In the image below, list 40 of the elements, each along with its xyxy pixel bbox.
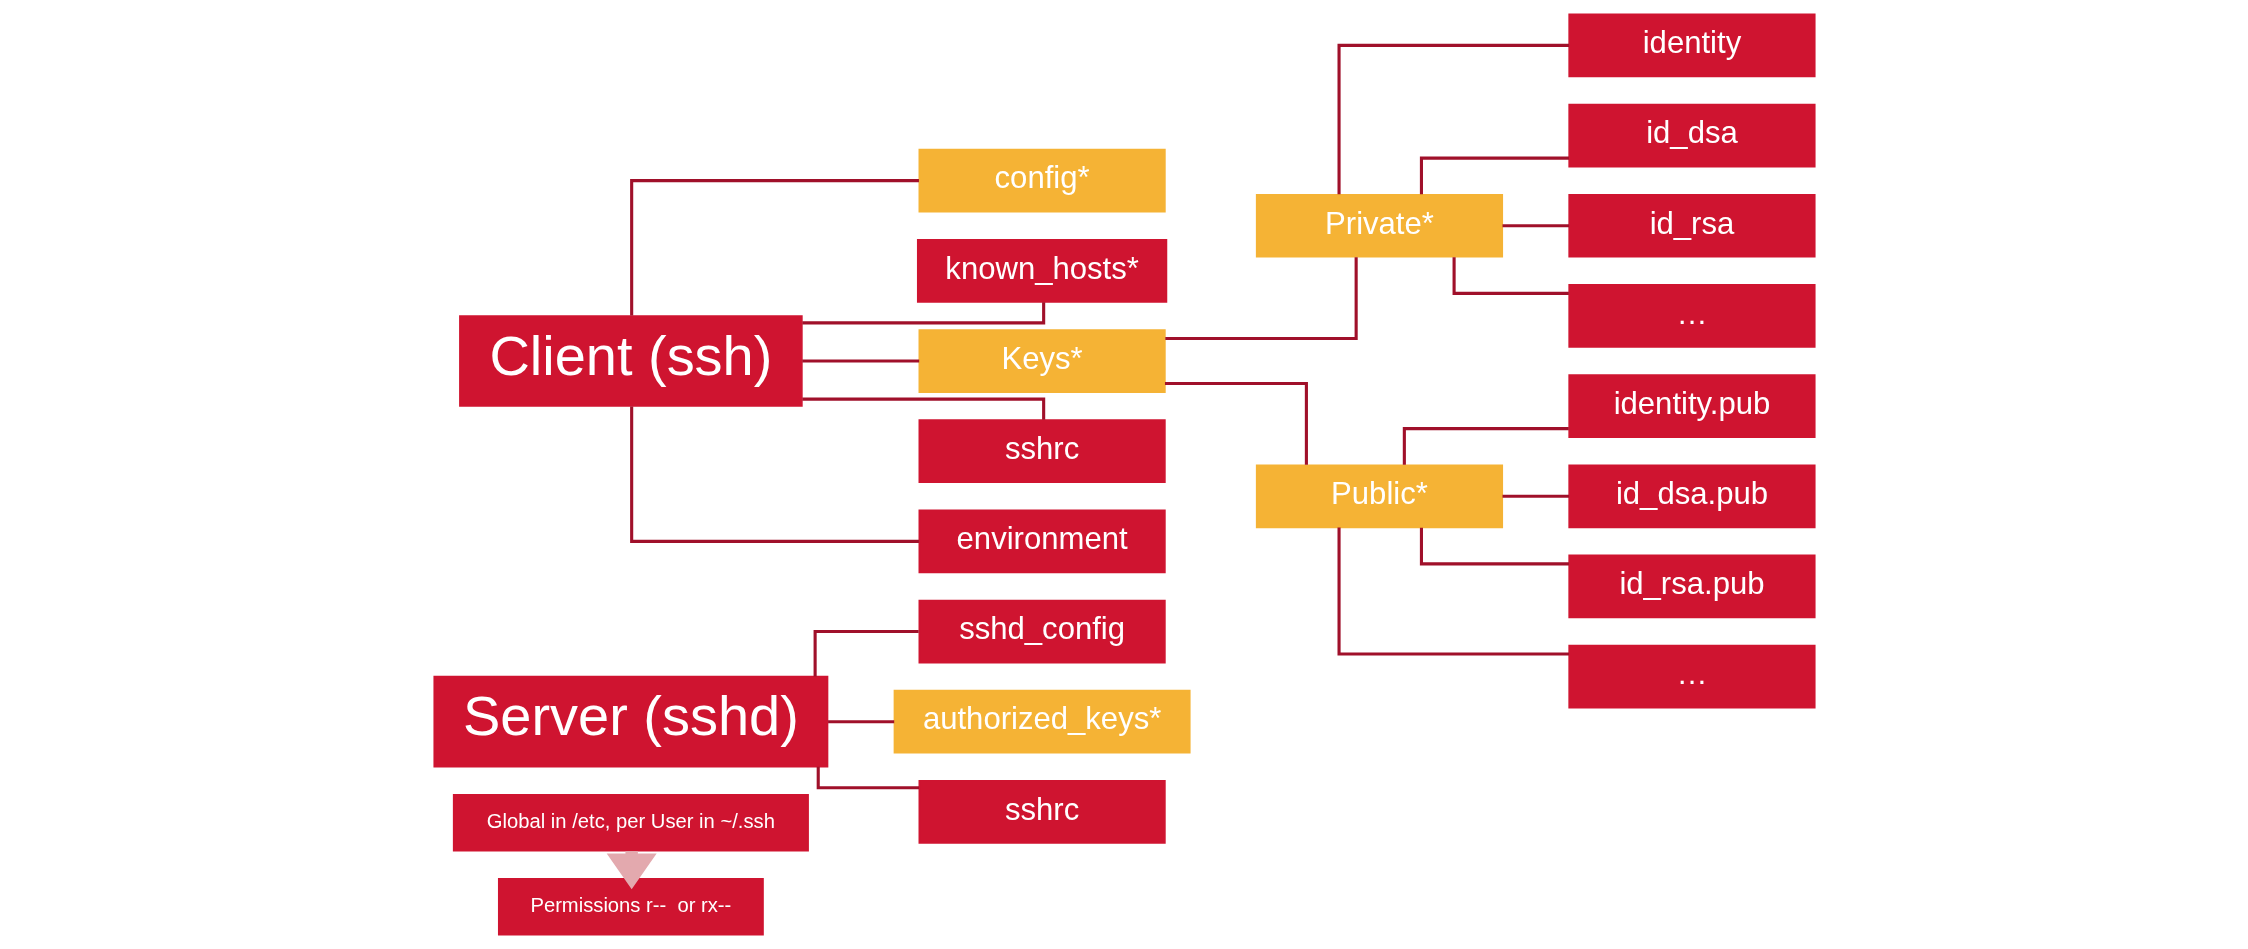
node-box: Server (sshd) — [432, 675, 828, 768]
connector — [1337, 43, 1569, 195]
connector — [1337, 527, 1569, 656]
node-box: sshd_config — [918, 599, 1166, 664]
node-box: identity.pub — [1567, 374, 1816, 438]
node-box: config* — [918, 148, 1166, 213]
connector — [816, 766, 919, 790]
connector — [1419, 527, 1569, 566]
node-box: id_dsa.pub — [1567, 464, 1816, 529]
node-box: id_rsa.pub — [1567, 554, 1816, 619]
node-box: … — [1567, 284, 1816, 348]
node-box: environment — [918, 509, 1166, 574]
node-box: id_rsa — [1567, 193, 1816, 258]
node-box: identity — [1567, 13, 1816, 78]
connector — [1502, 494, 1569, 498]
node-box: Keys* — [918, 329, 1166, 393]
node-box: authorized_keys* — [893, 689, 1191, 754]
node-box: sshrc — [918, 780, 1166, 844]
connector — [801, 302, 1045, 325]
connector — [1502, 224, 1569, 228]
connector — [1402, 427, 1569, 465]
connector — [1164, 257, 1358, 340]
connector — [1452, 257, 1569, 295]
connector — [827, 720, 894, 724]
connector — [629, 179, 919, 316]
connector — [801, 359, 919, 363]
node-box: known_hosts* — [916, 238, 1167, 303]
connector — [813, 629, 919, 677]
node-box: Private* — [1255, 193, 1503, 258]
node-box: id_dsa — [1567, 103, 1816, 168]
node-box: Permissions r-- or rx-- — [497, 877, 764, 936]
node-box: Public* — [1255, 464, 1503, 529]
node-box: … — [1567, 644, 1816, 709]
connector — [801, 397, 1045, 420]
node-box: sshrc — [918, 419, 1166, 484]
node-box: Global in /etc, per User in ~/.ssh — [452, 794, 809, 852]
connector — [1164, 382, 1308, 465]
connector — [1419, 156, 1569, 195]
node-box: Client (ssh) — [458, 315, 803, 407]
connector — [629, 406, 919, 543]
